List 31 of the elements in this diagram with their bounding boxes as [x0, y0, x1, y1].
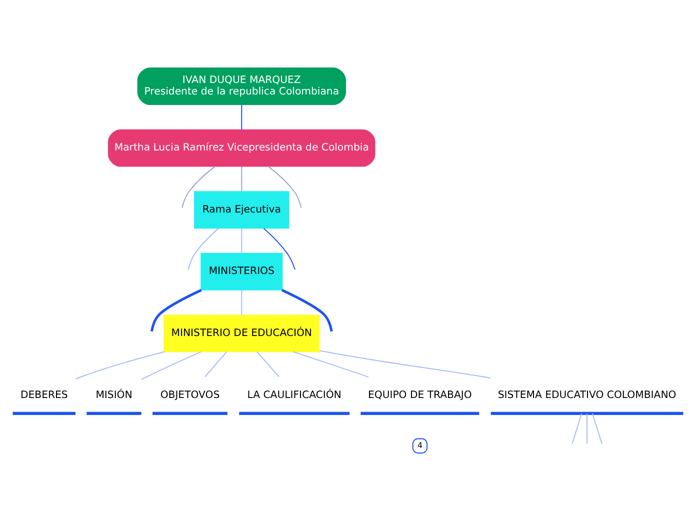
node-box: MINISTERIO DE EDUCACIÓN: [164, 314, 320, 352]
connector: [204, 350, 228, 377]
connector: [76, 350, 165, 379]
node-text: SISTEMA EDUCATIVO COLOMBIANO: [498, 389, 676, 400]
connector: [241, 166, 242, 191]
connector: [586, 413, 588, 444]
connector: [150, 288, 202, 332]
node-label: 4: [417, 439, 422, 450]
connector: [188, 227, 220, 270]
connector: [592, 412, 602, 444]
node-box: Rama Ejecutiva: [194, 190, 290, 228]
node-box: IVAN DUQUE MARQUEZ Presidente de la republica Colombiana: [137, 67, 346, 105]
connector: [268, 165, 302, 208]
node-text: DEBERES: [20, 389, 68, 400]
connector: [141, 350, 202, 380]
connector: [263, 228, 296, 270]
connector: [241, 104, 242, 130]
connector: [281, 288, 333, 332]
connector: [319, 350, 491, 378]
connector: [182, 165, 216, 208]
node-text: LA CAULIFICACIÓN: [247, 389, 342, 400]
connector: [572, 412, 582, 444]
connector: [241, 289, 242, 314]
node-text: EQUIPO DE TRABAJO: [368, 389, 472, 400]
node-text: OBJETOVOS: [160, 389, 220, 400]
node-text: MISIÓN: [96, 389, 132, 400]
connector: [241, 228, 242, 253]
node-box: Martha Lucia Ramírez Vicepresidenta de Colombia: [108, 128, 376, 166]
connector: [256, 350, 280, 377]
connector: [293, 350, 369, 377]
node-box: MINISTERIOS: [200, 252, 283, 290]
